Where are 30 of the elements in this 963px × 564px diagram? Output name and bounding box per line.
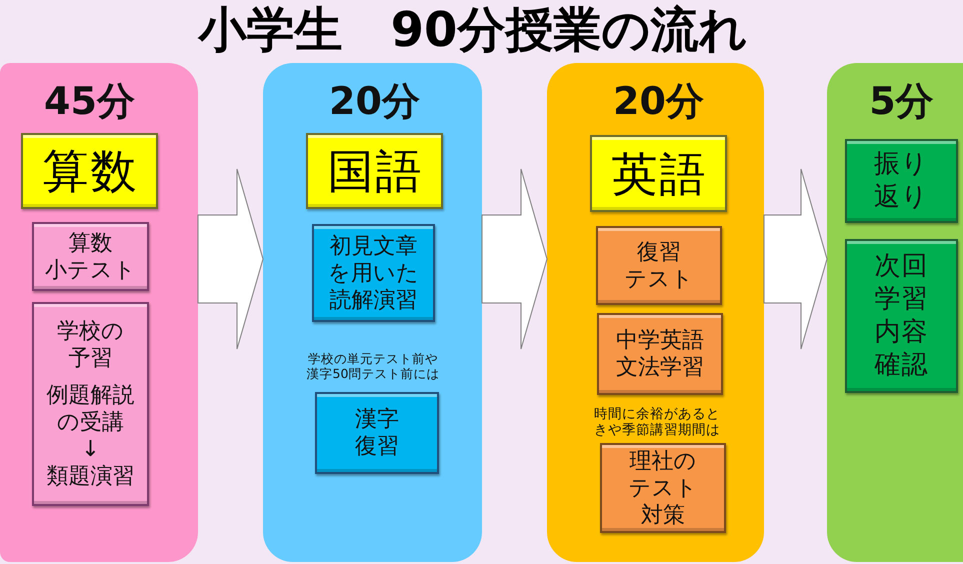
duration-heading: 20分 bbox=[613, 80, 704, 122]
time-block-panel bbox=[827, 63, 963, 562]
activity-box: 理社のテスト対策 bbox=[600, 443, 726, 533]
time-block-panel bbox=[0, 63, 198, 562]
activity-box bbox=[32, 302, 149, 506]
page-title: 小学生 90分授業の流れ bbox=[198, 2, 748, 58]
time-block-panel bbox=[263, 63, 482, 562]
duration-heading: 45分 bbox=[44, 80, 135, 122]
activity-text: 学校の予習 bbox=[57, 318, 124, 372]
activity-box: 振り返り bbox=[845, 139, 958, 223]
activity-box: 算数小テスト bbox=[32, 222, 149, 291]
activity-box: 復習テスト bbox=[596, 226, 722, 305]
duration-heading: 20分 bbox=[329, 80, 420, 122]
subject-label-box: 算数 bbox=[21, 133, 158, 209]
activity-text: 類題演習 bbox=[46, 463, 134, 490]
subject-label-box: 国語 bbox=[306, 133, 443, 209]
activity-box: 中学英語文法学習 bbox=[597, 313, 723, 395]
activity-text: 例題解説の受講 bbox=[46, 382, 134, 436]
activity-box: 次回学習内容確認 bbox=[845, 239, 958, 393]
condition-note: 学校の単元テスト前や漢字50問テスト前には bbox=[306, 352, 440, 381]
subject-label-box: 英語 bbox=[590, 135, 727, 212]
block-arrow bbox=[482, 168, 548, 350]
down-arrow-symbol: ↓ bbox=[81, 436, 100, 463]
duration-heading: 5分 bbox=[869, 80, 934, 122]
block-arrow bbox=[198, 168, 264, 350]
activity-box: 初見文章を用いた読解演習 bbox=[312, 224, 435, 322]
time-block-panel bbox=[547, 63, 764, 562]
block-arrow bbox=[764, 168, 828, 350]
activity-box: 漢字復習 bbox=[315, 392, 439, 474]
condition-note: 時間に余裕があるときや季節講習期間は bbox=[594, 407, 720, 438]
